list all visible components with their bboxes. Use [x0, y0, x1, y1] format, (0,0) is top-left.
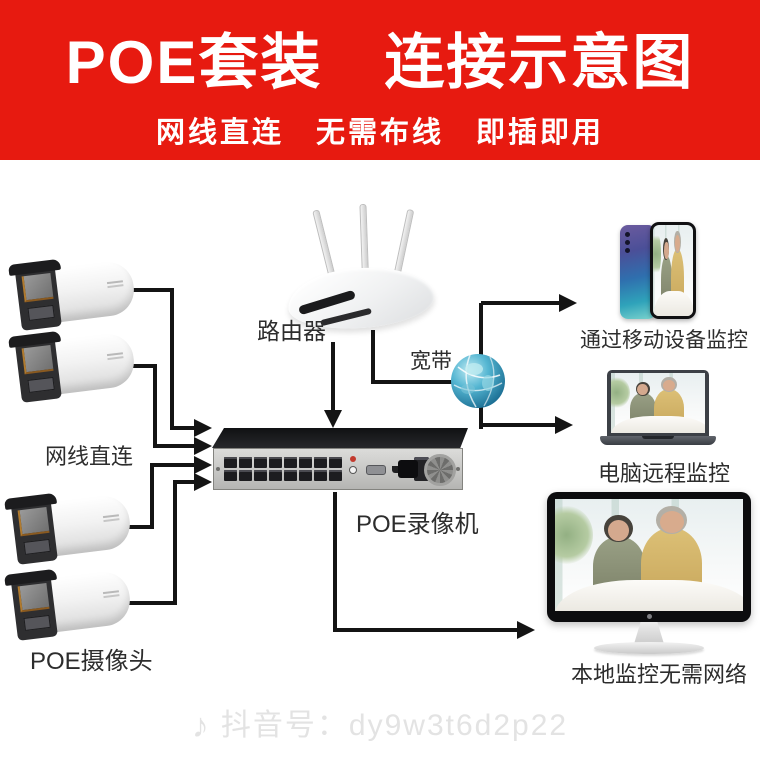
rj45-port: [269, 457, 282, 468]
nvr-top-cover: [212, 428, 468, 448]
cable-cam3-h: [126, 525, 154, 529]
poe-camera-1: [8, 253, 139, 333]
rj45-port: [254, 470, 267, 481]
rj45-port: [239, 457, 252, 468]
cable-cam4-v: [173, 480, 177, 605]
arrow-cam2-to-nvr: [194, 437, 212, 455]
router-label: 路由器: [257, 318, 326, 344]
camera-brand-mark: [106, 280, 124, 285]
douyin-account-text: 抖音号：dy9w3t6d2p22: [220, 709, 569, 742]
nvr-label: POE录像机: [356, 511, 479, 538]
rj45-port: [299, 470, 312, 481]
rj45-port: [314, 457, 327, 468]
cable-router-broadband-h: [371, 380, 453, 384]
monitor-screen: [547, 492, 751, 622]
arrow-cam4-to-nvr: [194, 473, 212, 491]
monitor-logo-dot: [647, 614, 652, 619]
camera-lens-icon: [21, 272, 54, 303]
arrow-cam1-to-nvr: [194, 419, 212, 437]
cable-globe-to-laptop: [481, 423, 557, 427]
vga-port-icon: [366, 465, 386, 475]
poe-camera-2: [8, 325, 139, 405]
rj45-port: [329, 470, 342, 481]
cable-cam3-h2: [150, 463, 196, 467]
laptop-screen: [607, 370, 709, 436]
rj45-port: [269, 470, 282, 481]
monitor-stand-base: [594, 642, 704, 654]
monitor-device: [547, 492, 751, 654]
globe-icon: [450, 353, 506, 409]
rj45-port: [329, 457, 342, 468]
nvr-device: [210, 428, 468, 492]
sofa: [653, 290, 693, 316]
audio-connector-icon: [350, 456, 356, 462]
power-inlet-icon: [398, 460, 418, 478]
poe-camera-4: [4, 563, 135, 643]
cable-router-to-nvr: [331, 342, 335, 414]
nvr-port-grid: [224, 457, 342, 481]
broadband-label: 宽带: [410, 350, 452, 373]
nvr-rear-panel: [213, 448, 463, 490]
rj45-port: [224, 470, 237, 481]
arrow-to-phone: [559, 294, 577, 312]
cable-nvr-monitor-v: [333, 492, 337, 632]
camera-ir-panel: [27, 304, 55, 321]
douyin-watermark: ♪ 抖音号：dy9w3t6d2p22: [0, 700, 760, 746]
cable-cam1-h2: [170, 426, 196, 430]
rj45-port: [254, 457, 267, 468]
rj45-port: [284, 457, 297, 468]
cable-globe-to-phone: [481, 301, 561, 305]
cable-router-broadband-v: [371, 330, 375, 384]
surveillance-scene: [653, 225, 693, 316]
direct-lan-label: 网线直连: [45, 444, 134, 469]
monitor-stand-neck: [634, 622, 664, 644]
cable-cam2-h2: [153, 444, 196, 448]
monitor-label: 本地监控无需网络: [571, 662, 748, 687]
cable-cam1-h: [126, 288, 174, 292]
page-title: POE套装 连接示意图: [65, 29, 695, 96]
phone-front-view: [650, 222, 696, 319]
cameras-label: POE摄像头: [30, 648, 153, 675]
laptop-base: [600, 436, 716, 445]
cable-cam3-v: [150, 463, 154, 529]
rj45-port: [239, 470, 252, 481]
rj45-port: [299, 457, 312, 468]
header-banner: POE套装 连接示意图 网线直连 无需布线 即插即用: [0, 0, 760, 160]
fan-grille-icon: [424, 454, 456, 486]
rj45-port: [314, 470, 327, 481]
arrow-to-laptop: [555, 416, 573, 434]
laptop-label: 电脑远程监控: [598, 461, 731, 486]
arrow-cam3-to-nvr: [194, 456, 212, 474]
cable-cam2-h: [126, 364, 157, 368]
cable-cam2-v: [153, 364, 157, 448]
rj45-port: [284, 470, 297, 481]
arrow-to-monitor: [517, 621, 535, 639]
rj45-port: [224, 457, 237, 468]
surveillance-scene: [611, 373, 705, 433]
surveillance-scene: [555, 499, 743, 611]
page-subtitle: 网线直连 无需布线 即插即用: [155, 117, 604, 149]
phone-label: 通过移动设备监控: [580, 329, 748, 352]
person-woman: [661, 238, 673, 309]
cable-nvr-monitor-h: [333, 628, 519, 632]
cable-cam1-v: [170, 288, 174, 430]
sofa: [611, 416, 705, 433]
poe-camera-3: [4, 487, 135, 567]
laptop-device: [600, 370, 716, 454]
douyin-note-icon: ♪: [191, 707, 211, 745]
arrow-router-to-nvr: [324, 410, 342, 428]
cable-cam4-h2: [173, 480, 196, 484]
cable-cam4-h: [126, 601, 177, 605]
